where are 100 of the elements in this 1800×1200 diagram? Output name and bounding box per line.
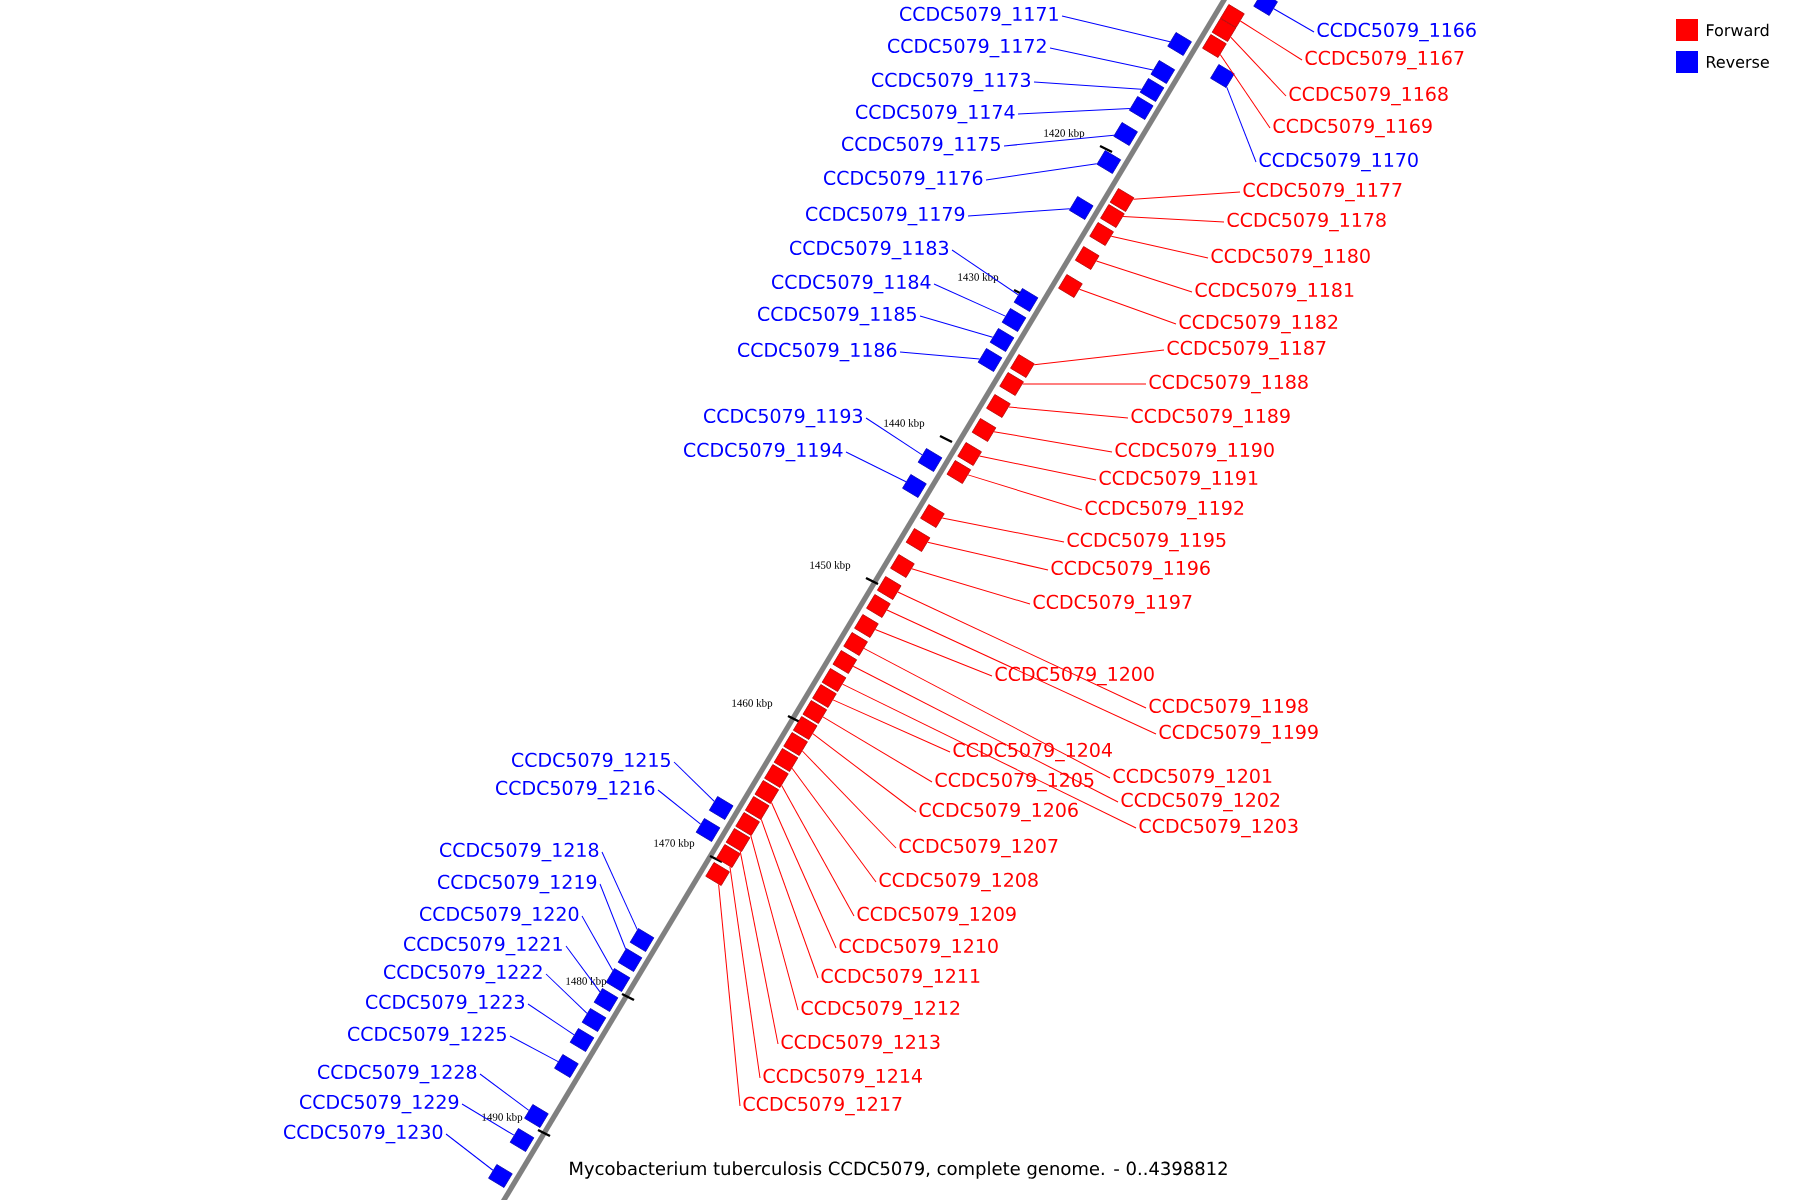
gene-block [821, 668, 847, 692]
leader-line [1132, 191, 1241, 200]
leader-line [770, 802, 837, 949]
leader-line [919, 315, 994, 338]
leader-line [1022, 383, 1147, 385]
legend-label: Forward [1707, 23, 1769, 37]
gene-block [1129, 96, 1154, 120]
gene-block [989, 328, 1015, 352]
leader-line [479, 1073, 530, 1111]
leader-line [933, 283, 1006, 317]
leader-line [1061, 15, 1171, 43]
gene-block [1202, 34, 1227, 58]
gene-label: CCDC5079_1215 [512, 752, 670, 772]
leader-line [967, 208, 1071, 217]
gene-label: CCDC5079_1213 [781, 1034, 940, 1054]
leader-line [750, 835, 799, 1011]
gene-block [783, 732, 808, 756]
gene-block [1139, 78, 1165, 102]
gene-block [1074, 246, 1100, 270]
gene-label: CCDC5079_1178 [1227, 212, 1386, 232]
gene-label: CCDC5079_1189 [1131, 408, 1290, 428]
gene-block [877, 576, 902, 600]
gene-label: CCDC5079_1180 [1211, 248, 1370, 268]
leader-line [852, 665, 1119, 803]
leader-line [1078, 288, 1177, 325]
leader-line [1230, 36, 1287, 97]
leader-line [1226, 86, 1257, 163]
gene-label: CCDC5079_1221 [404, 936, 562, 956]
gene-block [1113, 122, 1138, 146]
gene-block [1010, 354, 1035, 378]
gene-block [890, 554, 915, 578]
gene-block [695, 818, 721, 842]
gene-label: CCDC5079_1193 [704, 408, 863, 428]
gene-block [1210, 64, 1235, 88]
gene-block [802, 700, 828, 724]
leader-line [842, 683, 1137, 829]
gene-label: CCDC5079_1211 [821, 968, 980, 988]
leader-line [1122, 216, 1225, 223]
leader-line [951, 249, 1019, 296]
gene-label: CCDC5079_1206 [919, 802, 1078, 822]
gene-block [509, 1128, 535, 1152]
leader-line [801, 750, 897, 849]
gene-label: CCDC5079_1172 [888, 38, 1046, 58]
leader-line [565, 945, 601, 993]
leader-line [1095, 260, 1193, 293]
gene-block [1211, 18, 1237, 42]
gene-block [971, 418, 997, 442]
gene-block [745, 796, 770, 820]
gene-block [554, 1054, 579, 1078]
gene-block [1001, 308, 1027, 332]
leader-line [461, 1103, 515, 1136]
leader-line [509, 1035, 559, 1063]
leader-line [941, 517, 1065, 543]
leader-line [1033, 81, 1142, 90]
gene-block [832, 650, 858, 674]
gene-block [1167, 32, 1192, 56]
leader-line [845, 451, 907, 483]
gene-label: CCDC5079_1228 [318, 1064, 477, 1084]
gene-block [617, 948, 643, 972]
gene-label: CCDC5079_1170 [1259, 152, 1418, 172]
gene-block [708, 796, 734, 820]
gene-block [854, 614, 879, 638]
gene-block [716, 844, 741, 868]
gene-label: CCDC5079_1192 [1085, 500, 1244, 520]
leader-line [760, 818, 819, 979]
gene-label: CCDC5079_1229 [300, 1094, 459, 1114]
leader-line [822, 716, 933, 783]
leader-line [1219, 54, 1271, 129]
leader-line [599, 883, 627, 950]
gene-block [917, 448, 943, 472]
gene-label: CCDC5079_1216 [496, 780, 655, 800]
gene-label: CCDC5079_1230 [284, 1124, 443, 1144]
gene-label: CCDC5079_1179 [806, 206, 965, 226]
leader-line [527, 1003, 575, 1036]
gene-label: CCDC5079_1220 [420, 906, 579, 926]
gene-block [705, 862, 730, 886]
gene-block [1100, 204, 1125, 228]
leader-line [1003, 134, 1115, 147]
gene-block [1089, 222, 1114, 246]
leader-line [1239, 20, 1303, 61]
gene-block [957, 442, 982, 466]
gene-block [1069, 196, 1094, 220]
gene-label: CCDC5079_1177 [1243, 182, 1402, 202]
leader-line [781, 785, 855, 917]
leader-line [993, 431, 1113, 453]
gene-label: CCDC5079_1194 [684, 442, 843, 462]
gene-block [605, 968, 631, 992]
leader-line [545, 973, 588, 1014]
leader-line [601, 851, 638, 931]
gene-block [754, 780, 780, 804]
leader-line [657, 789, 702, 825]
legend-label: Reverse [1707, 56, 1769, 68]
gene-block [905, 528, 931, 552]
gene-label: CCDC5079_1173 [872, 72, 1031, 92]
leader-line [967, 474, 1083, 511]
gene-block [725, 828, 751, 852]
gene-label: CCDC5079_1208 [879, 872, 1038, 892]
gene-label: CCDC5079_1175 [842, 136, 1000, 156]
gene-block [1058, 274, 1083, 298]
leader-line [985, 163, 1098, 181]
